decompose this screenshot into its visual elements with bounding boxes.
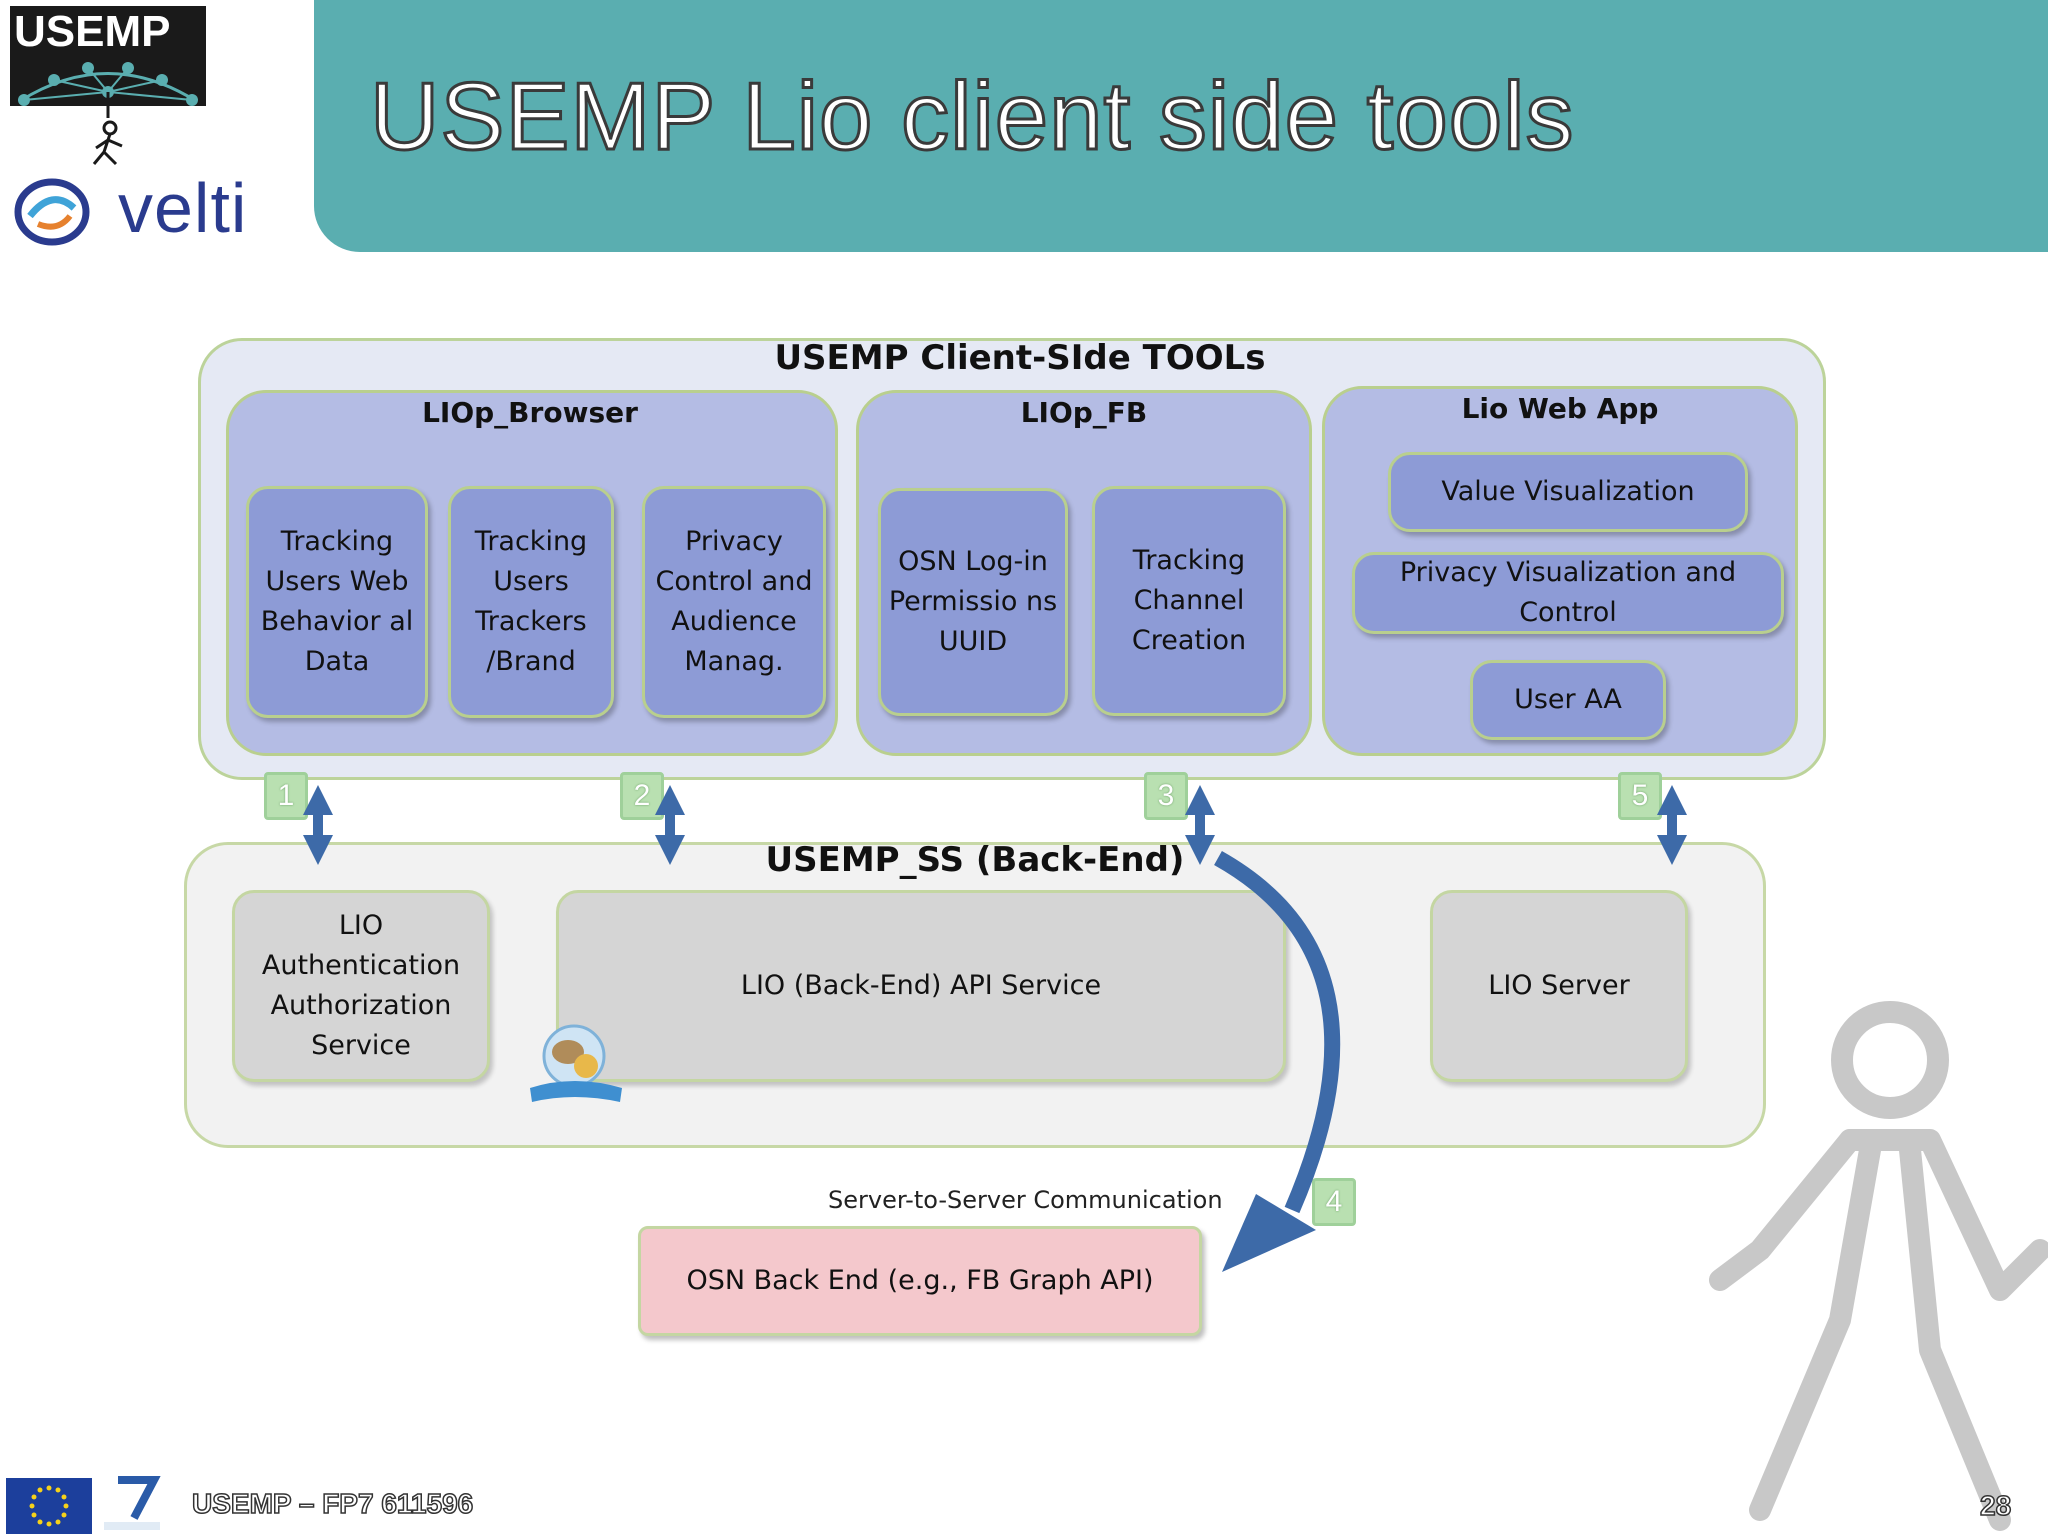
osn-login-permissions-box: OSN Log-in Permissio ns UUID (878, 488, 1068, 716)
lio-api-service-box: LIO (Back-End) API Service (556, 890, 1286, 1082)
backend-title: USEMP_SS (Back-End) (765, 840, 1185, 880)
eu-flag-icon (6, 1478, 92, 1534)
velti-logo-icon (14, 178, 90, 246)
tracking-users-trackers-box: Tracking Users Trackers /Brand (448, 486, 614, 718)
header-band (314, 0, 2048, 252)
walking-person-icon (1709, 1001, 2048, 1531)
velti-logo-text: velti (118, 169, 248, 247)
usemp-logo-text: USEMP (14, 7, 170, 56)
step-badge-2: 2 (620, 772, 664, 820)
liop-fb-title: LIOp_FB (1020, 396, 1148, 429)
step-badge-3: 3 (1144, 772, 1188, 820)
step-badge-5: 5 (1618, 772, 1662, 820)
step-badge-1: 1 (264, 772, 308, 820)
usemp-logo: USEMP (10, 6, 206, 166)
lio-auth-service-box: LIO Authentication Authorization Service (232, 890, 490, 1082)
server-to-server-caption: Server-to-Server Communication (828, 1186, 1223, 1214)
lio-server-box: LIO Server (1430, 890, 1688, 1082)
flume-logo-icon (530, 1024, 622, 1102)
liop-browser-title: LIOp_Browser (422, 396, 638, 429)
privacy-control-audience-box: Privacy Control and Audience Manag. (642, 486, 826, 718)
slide-title: USEMP Lio client side tools (368, 62, 1575, 172)
tracking-channel-creation-box: Tracking Channel Creation (1092, 486, 1286, 716)
step-badge-4: 4 (1312, 1178, 1356, 1226)
osn-back-end-box: OSN Back End (e.g., FB Graph API) (638, 1226, 1202, 1336)
privacy-visualization-control-box: Privacy Visualization and Control (1352, 552, 1784, 634)
page-number: 28 (1979, 1489, 2012, 1522)
fp7-logo-icon (104, 1476, 161, 1530)
footer-text: USEMP – FP7 611596 (191, 1487, 474, 1520)
lio-web-app-title: Lio Web App (1461, 392, 1659, 425)
tracking-users-web-behavioral-box: Tracking Users Web Behavior al Data (246, 486, 428, 718)
client-side-tools-title: USEMP Client-SIde TOOLs (774, 338, 1266, 378)
user-aa-box: User AA (1470, 660, 1666, 740)
value-visualization-box: Value Visualization (1388, 452, 1748, 532)
